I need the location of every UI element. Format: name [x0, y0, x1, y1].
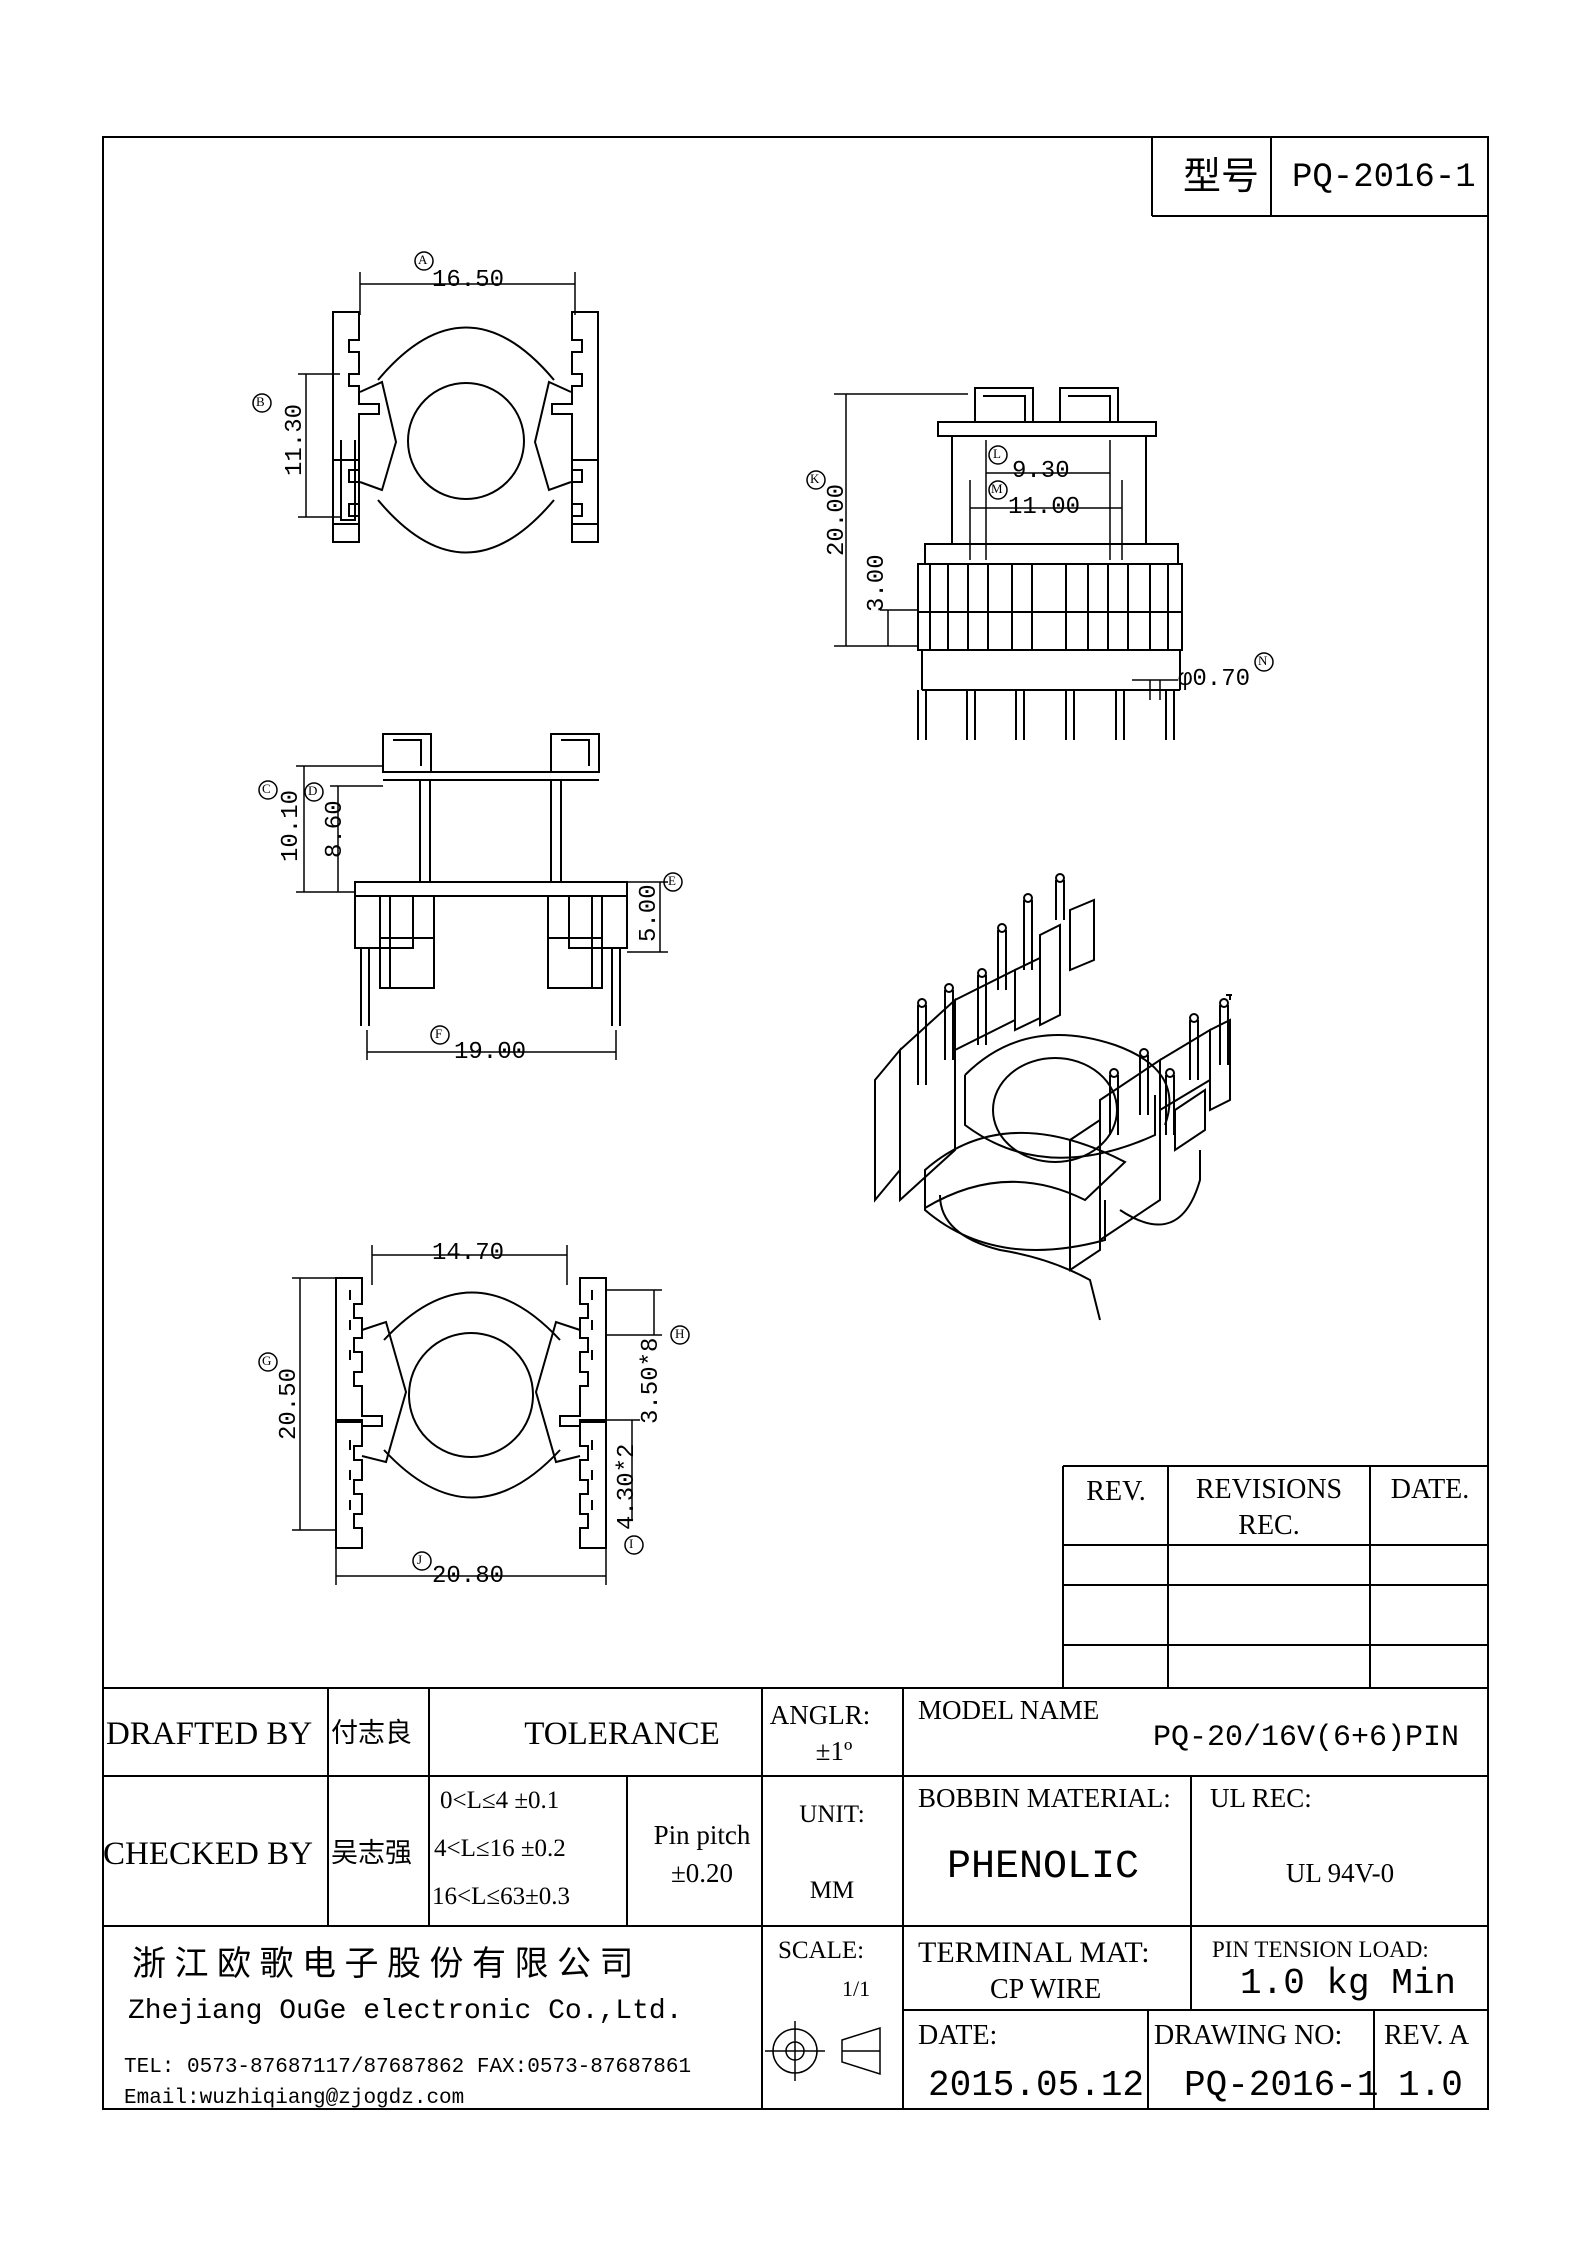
dim-label-J: 20.80	[432, 1563, 505, 1590]
drawing-border	[102, 136, 1489, 2110]
dim-label-B: 11.30	[282, 403, 309, 476]
model-label: 型号	[1183, 156, 1260, 198]
marker-G: G	[262, 1353, 272, 1368]
dim-label-top: 14.70	[432, 1240, 505, 1267]
dim-lower	[258, 1245, 690, 1585]
dim-side	[806, 393, 1274, 700]
rev-a-label: REV. A	[1384, 2020, 1470, 2051]
angle-label: ANGLR:	[769, 1700, 871, 1730]
marker-M: M	[991, 481, 1003, 496]
view-side-elevation	[917, 387, 1183, 740]
pin-pitch-label: Pin pitch	[653, 1820, 751, 1850]
marker-N: N	[1258, 653, 1268, 668]
marker-L: L	[993, 446, 1001, 461]
company-name-en: Zhejiang OuGe electronic Co.,Ltd.	[128, 1996, 683, 2027]
date-label: DATE:	[918, 2020, 998, 2051]
dim-label-C: 10.10	[278, 789, 305, 862]
view-plan-upper	[332, 311, 599, 554]
marker-J: J	[417, 1552, 423, 1567]
model-name-label: MODEL NAME	[918, 1695, 1100, 1725]
angle-value: ±1º	[815, 1736, 853, 1766]
pin-tension-label: PIN TENSION LOAD:	[1212, 1937, 1429, 1962]
drawing-no-value: PQ-2016-1	[1184, 2065, 1379, 2106]
scale-value: 1/1	[842, 1976, 871, 2001]
dim-label-M: 11.00	[1008, 494, 1081, 521]
ul-rec-label: UL REC:	[1210, 1783, 1312, 1813]
date-value: 2015.05.12	[928, 2065, 1145, 2106]
tolerance-row-3: 16<L≤63±0.3	[432, 1883, 571, 1910]
view-plan-lower	[335, 1277, 607, 1549]
dim-label-N: φ0.70	[1178, 666, 1251, 693]
dim-label-A: 16.50	[432, 267, 505, 294]
dim-label-K: 20.00	[824, 483, 851, 556]
pin-pitch-value: ±0.20	[670, 1858, 734, 1888]
model-box	[1151, 137, 1488, 217]
unit-label: UNIT:	[799, 1801, 865, 1828]
rev-a-value: 1.0	[1398, 2065, 1463, 2106]
marker-B: B	[256, 394, 265, 409]
dim-label-G: 20.50	[276, 1367, 303, 1440]
drawing-no-label: DRAWING NO:	[1154, 2020, 1343, 2051]
company-tel-fax: TEL: 0573-87687117/87687862 FAX:0573-876…	[124, 2056, 692, 2079]
date-header: DATE.	[1390, 1474, 1470, 1505]
dim-front	[258, 765, 683, 1060]
bobbin-material-label: BOBBIN MATERIAL:	[918, 1783, 1171, 1813]
marker-I: I	[629, 1536, 634, 1551]
revisions-rec-header-1: REVISIONS	[1195, 1474, 1343, 1505]
dim-A	[252, 251, 576, 518]
marker-H: H	[675, 1326, 685, 1341]
unit-value: MM	[809, 1877, 855, 1904]
model-name-value: PQ-20/16V(6+6)PIN	[1153, 1721, 1460, 1755]
rev-header: REV.	[1086, 1476, 1146, 1507]
marker-D: D	[308, 783, 318, 798]
company-email: Email:wuzhiqiang@zjogdz.com	[124, 2087, 465, 2110]
scale-label: SCALE:	[778, 1937, 865, 1964]
dim-label-K2: 3.00	[864, 554, 891, 612]
ul-rec-value: UL 94V-0	[1285, 1858, 1395, 1888]
dim-label-E: 5.00	[636, 884, 663, 942]
bobbin-material-value: PHENOLIC	[946, 1845, 1140, 1890]
view-isometric	[874, 873, 1232, 1321]
tolerance-row-1: 0<L≤4 ±0.1	[440, 1787, 560, 1814]
tolerance-row-2: 4<L≤16 ±0.2	[434, 1835, 566, 1862]
terminal-mat-value: CP WIRE	[990, 1974, 1102, 2005]
dim-label-F: 19.00	[454, 1039, 527, 1066]
drafted-by-label: DRAFTED BY	[106, 1716, 313, 1752]
marker-C: C	[262, 781, 271, 796]
terminal-mat-label: TERMINAL MAT:	[918, 1936, 1150, 1969]
revisions-rec-header-2: REC.	[1238, 1510, 1300, 1541]
model-value: PQ-2016-1	[1292, 159, 1476, 197]
marker-K: K	[810, 471, 820, 486]
drafted-by-name: 付志良	[331, 1718, 412, 1748]
marker-F: F	[435, 1026, 443, 1041]
checked-by-label: CHECKED BY	[103, 1836, 313, 1872]
title-block-grid	[103, 1687, 1488, 2109]
projection-symbol	[765, 2021, 881, 2081]
dim-label-I: 4.30*2	[614, 1443, 641, 1530]
dim-label-L: 9.30	[1012, 458, 1070, 485]
marker-E: E	[668, 873, 676, 888]
view-front-elevation	[354, 733, 628, 1026]
company-name-cn: 浙 江 欧 歌 电 子 股 份 有 限 公 司	[132, 1946, 634, 1983]
revisions-table	[1062, 1465, 1488, 1688]
pin-tension-value: 1.0 kg Min	[1240, 1963, 1457, 2004]
checked-by-name: 吴志强	[331, 1838, 412, 1868]
dim-label-H: 3.50*8	[638, 1337, 665, 1424]
tolerance-label: TOLERANCE	[524, 1716, 720, 1752]
dim-label-D: 8.60	[322, 800, 349, 858]
marker-A: A	[418, 252, 428, 267]
